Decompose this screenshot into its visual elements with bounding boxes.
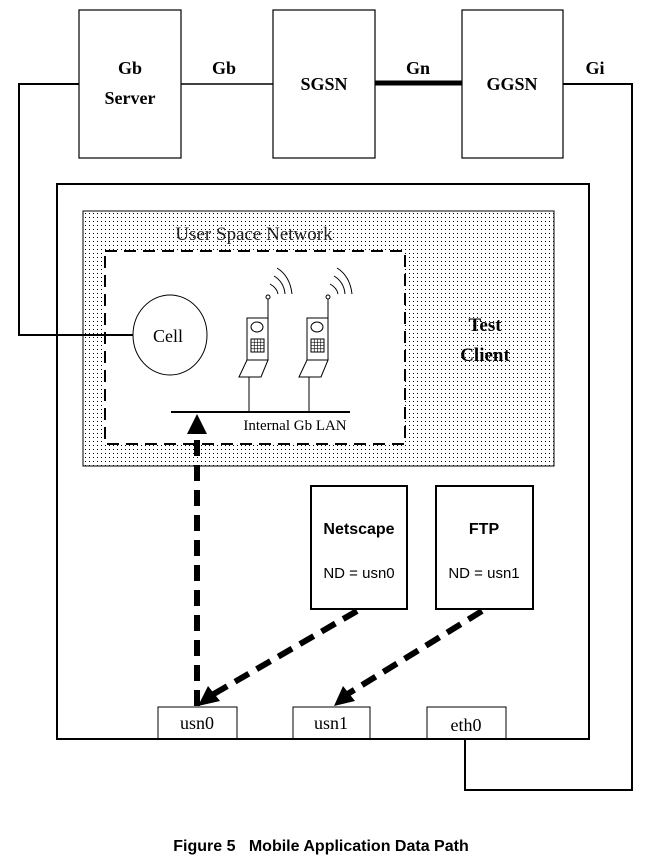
internal-lan-label: Internal Gb LAN [243,418,346,434]
gb-link-label: Gb [212,58,236,78]
netscape-app-box: Netscape ND = usn0 [310,485,408,610]
cell-node: Cell [132,294,208,376]
user-space-network-label: User Space Network [175,224,333,245]
gb-server-label-2: Server [105,88,156,108]
cell-label: Cell [153,326,183,346]
netscape-to-usn0-path [210,608,359,698]
sgsn-node: SGSN [272,9,376,159]
test-client-label-2: Client [460,345,510,366]
figure-caption: Figure 5 Mobile Application Data Path [173,838,468,855]
eth0-label: eth0 [451,715,482,735]
netscape-title: Netscape [323,521,394,538]
arrowhead-icon [198,686,220,706]
ftp-app-box: FTP ND = usn1 [435,485,534,610]
gi-link [464,83,633,791]
usn1-interface: usn1 [292,706,371,740]
arrowhead-up-icon [187,414,207,434]
ggsn-label: GGSN [486,74,537,94]
ftp-to-usn1-path [344,608,484,698]
gn-link-label: Gn [406,58,430,78]
test-client-label-1: Test [468,315,502,336]
mobile-phone-icon [298,267,353,412]
usn0-label: usn0 [180,713,214,733]
ggsn-node: GGSN [461,9,564,159]
eth0-interface: eth0 [426,706,507,740]
netscape-nd: ND = usn0 [323,565,394,582]
gb-server-node: Gb Server [78,9,182,159]
arrowhead-icon [334,686,355,706]
ftp-title: FTP [469,521,500,538]
usn0-interface: usn0 [157,706,238,740]
gb-server-label-1: Gb [118,58,142,78]
mobile-phone-icon [238,267,293,412]
ftp-nd: ND = usn1 [448,565,519,582]
usn1-label: usn1 [314,713,348,733]
gi-link-label: Gi [585,58,604,78]
sgsn-label: SGSN [300,74,347,94]
